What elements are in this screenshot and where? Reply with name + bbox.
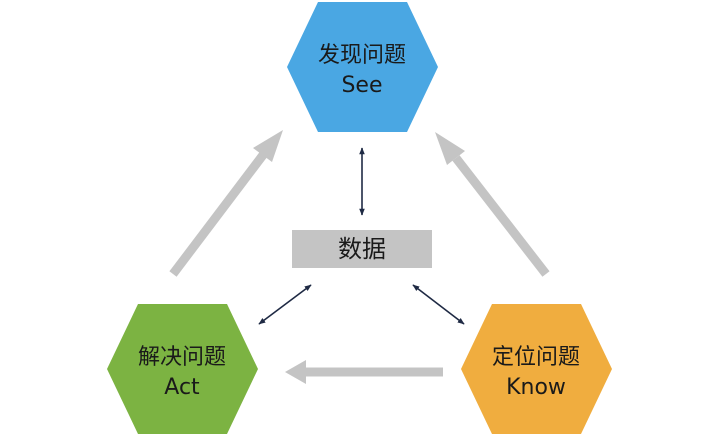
- node-know: 定位问题 Know: [461, 304, 612, 434]
- data-arrow-act: [258, 284, 312, 325]
- node-know-title: 定位问题: [492, 345, 580, 370]
- node-see-subtitle: See: [341, 73, 382, 98]
- data-arrow-know: [412, 284, 465, 325]
- node-act: 解决问题 Act: [107, 304, 258, 434]
- node-see-title: 发现问题: [318, 43, 406, 68]
- node-act-title: 解决问题: [138, 345, 226, 370]
- node-see: 发现问题 See: [287, 2, 438, 132]
- node-know-subtitle: Know: [506, 375, 566, 400]
- cycle-arrow-know-to-act: [285, 360, 443, 384]
- center-label: 数据: [338, 235, 386, 263]
- node-act-subtitle: Act: [164, 375, 200, 400]
- cycle-arrow-act-to-see: [169, 130, 283, 277]
- cycle-arrow-know-to-see: [435, 132, 550, 277]
- center-data-box: 数据: [292, 230, 432, 268]
